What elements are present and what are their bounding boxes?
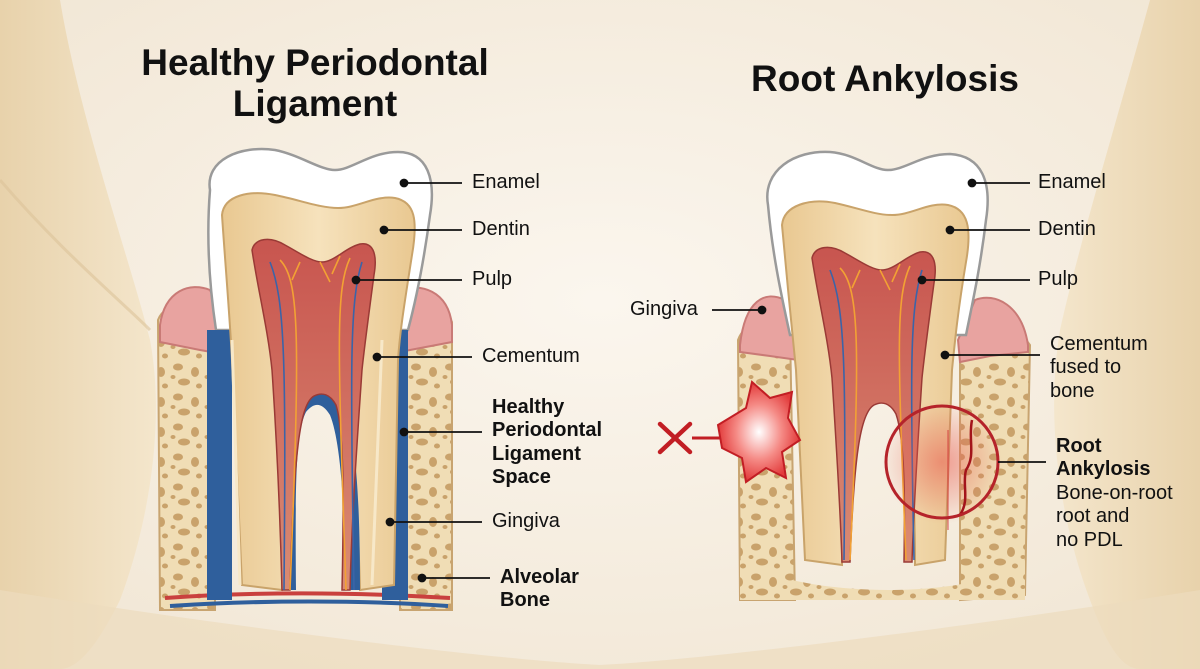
right-tooth	[657, 150, 1032, 602]
label-gingiva-right: Gingiva	[630, 298, 698, 320]
label-pdl-space: Healthy Periodontal Ligament Space	[492, 396, 603, 489]
label-cementum-fused: Cementum fused to bone	[1050, 333, 1148, 402]
title-healthy: Healthy Periodontal Ligament	[141, 42, 489, 125]
left-tooth	[156, 147, 453, 611]
label-pulp-right: Pulp	[1038, 268, 1079, 290]
label-enamel-left: Enamel	[472, 171, 540, 193]
x-mark-icon	[657, 421, 693, 455]
title-ankylosis: Root Ankylosis	[751, 58, 1019, 99]
label-alveolar-bone: Alveolar Bone	[500, 566, 579, 612]
label-cementum-left: Cementum	[482, 345, 580, 367]
jaw-left	[0, 0, 156, 669]
label-dentin-right: Dentin	[1038, 218, 1096, 240]
label-enamel-right: Enamel	[1038, 171, 1106, 193]
leader-lines	[351, 178, 1046, 583]
label-dentin-left: Dentin	[472, 218, 530, 240]
label-root-ankylosis: Root Ankylosis	[1056, 435, 1151, 481]
damage-burst	[716, 380, 802, 484]
jaw-right	[1054, 0, 1200, 669]
label-pulp-left: Pulp	[472, 268, 513, 290]
label-gingiva-left: Gingiva	[492, 510, 560, 532]
label-ankylosis-description: Bone-on-root root and no PDL	[1056, 482, 1173, 551]
